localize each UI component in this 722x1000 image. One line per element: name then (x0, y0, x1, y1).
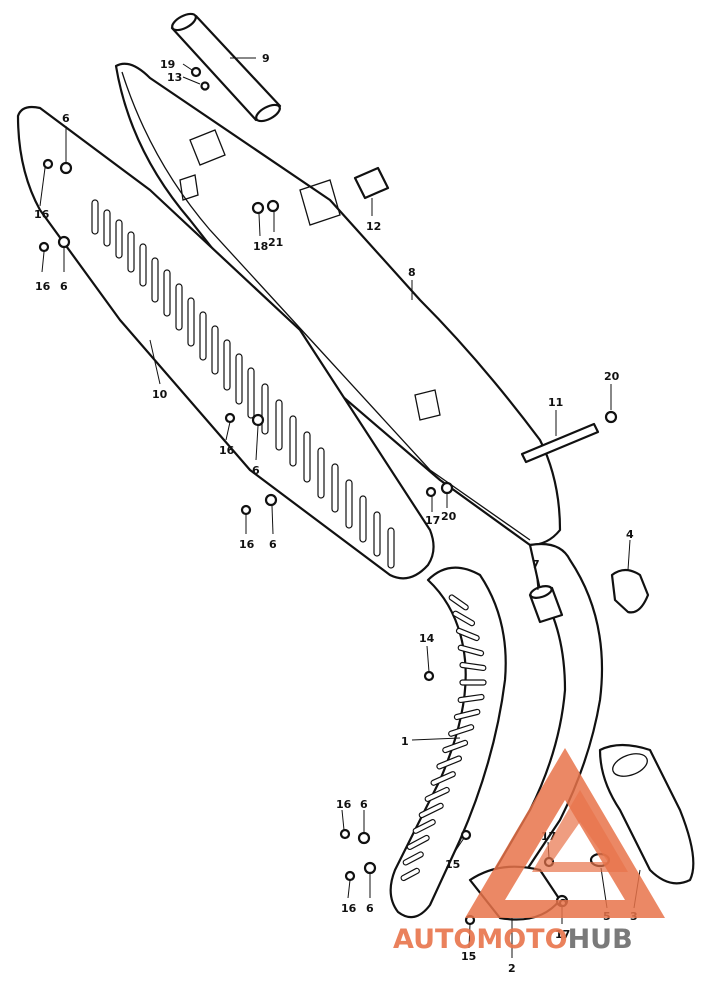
callout-16: 16 (239, 538, 255, 551)
watermark-brand-automoto: AUTOMOTO (393, 924, 568, 955)
callout-13: 13 (167, 71, 182, 84)
callout-16: 16 (341, 902, 357, 915)
lower-shield-vent-slots (400, 594, 487, 882)
watermark-logo-inner-triangle-icon (532, 790, 628, 872)
callout-6: 6 (60, 280, 68, 293)
heat-shield-vent-slots (91, 199, 395, 569)
callout-16: 16 (34, 208, 50, 221)
callout-6: 6 (360, 798, 368, 811)
callout-6: 6 (366, 902, 374, 915)
stud-bolt-part (520, 422, 600, 464)
clamp-part (610, 568, 650, 614)
callout-10: 10 (152, 388, 168, 401)
callout-2: 2 (508, 962, 516, 975)
callout-21: 21 (268, 236, 283, 249)
callout-6: 6 (252, 464, 260, 477)
tail-pipe-part (170, 12, 282, 123)
callout-16: 16 (35, 280, 51, 293)
callout-11: 11 (548, 396, 563, 409)
fitting-part (353, 166, 390, 200)
callout-16: 16 (336, 798, 352, 811)
callout-labels: 9 19 13 6 16 16 6 12 18 21 8 10 11 20 16… (34, 52, 638, 975)
exhaust-joint-part (598, 743, 695, 885)
callout-15: 15 (461, 950, 476, 963)
callout-18: 18 (253, 240, 268, 253)
callout-8: 8 (408, 266, 416, 279)
watermark-brand-hub: HUB (568, 924, 633, 955)
callout-12: 12 (366, 220, 381, 233)
callout-6: 6 (269, 538, 277, 551)
callout-15: 15 (445, 858, 460, 871)
upper-heat-shield-part (16, 105, 435, 580)
callout-17: 17 (425, 514, 440, 527)
callout-7: 7 (532, 558, 540, 571)
muffler-body-part (114, 62, 562, 547)
callout-9: 9 (262, 52, 270, 65)
callout-17: 17 (555, 928, 570, 941)
callout-20: 20 (441, 510, 457, 523)
callout-16: 16 (219, 444, 235, 457)
callout-19: 19 (160, 58, 175, 71)
callout-4: 4 (626, 528, 634, 541)
callout-1: 1 (401, 735, 409, 748)
svg-text:AUTOMOTOHUB: AUTOMOTOHUB (393, 924, 633, 955)
callout-6: 6 (62, 112, 70, 125)
automotohub-watermark: AUTOMOTOHUB (393, 748, 665, 955)
collar-part (528, 585, 564, 624)
watermark-logo-triangle-icon (465, 748, 665, 918)
callout-14: 14 (419, 632, 435, 645)
lower-heat-shield-part (389, 566, 507, 919)
callout-20: 20 (604, 370, 620, 383)
